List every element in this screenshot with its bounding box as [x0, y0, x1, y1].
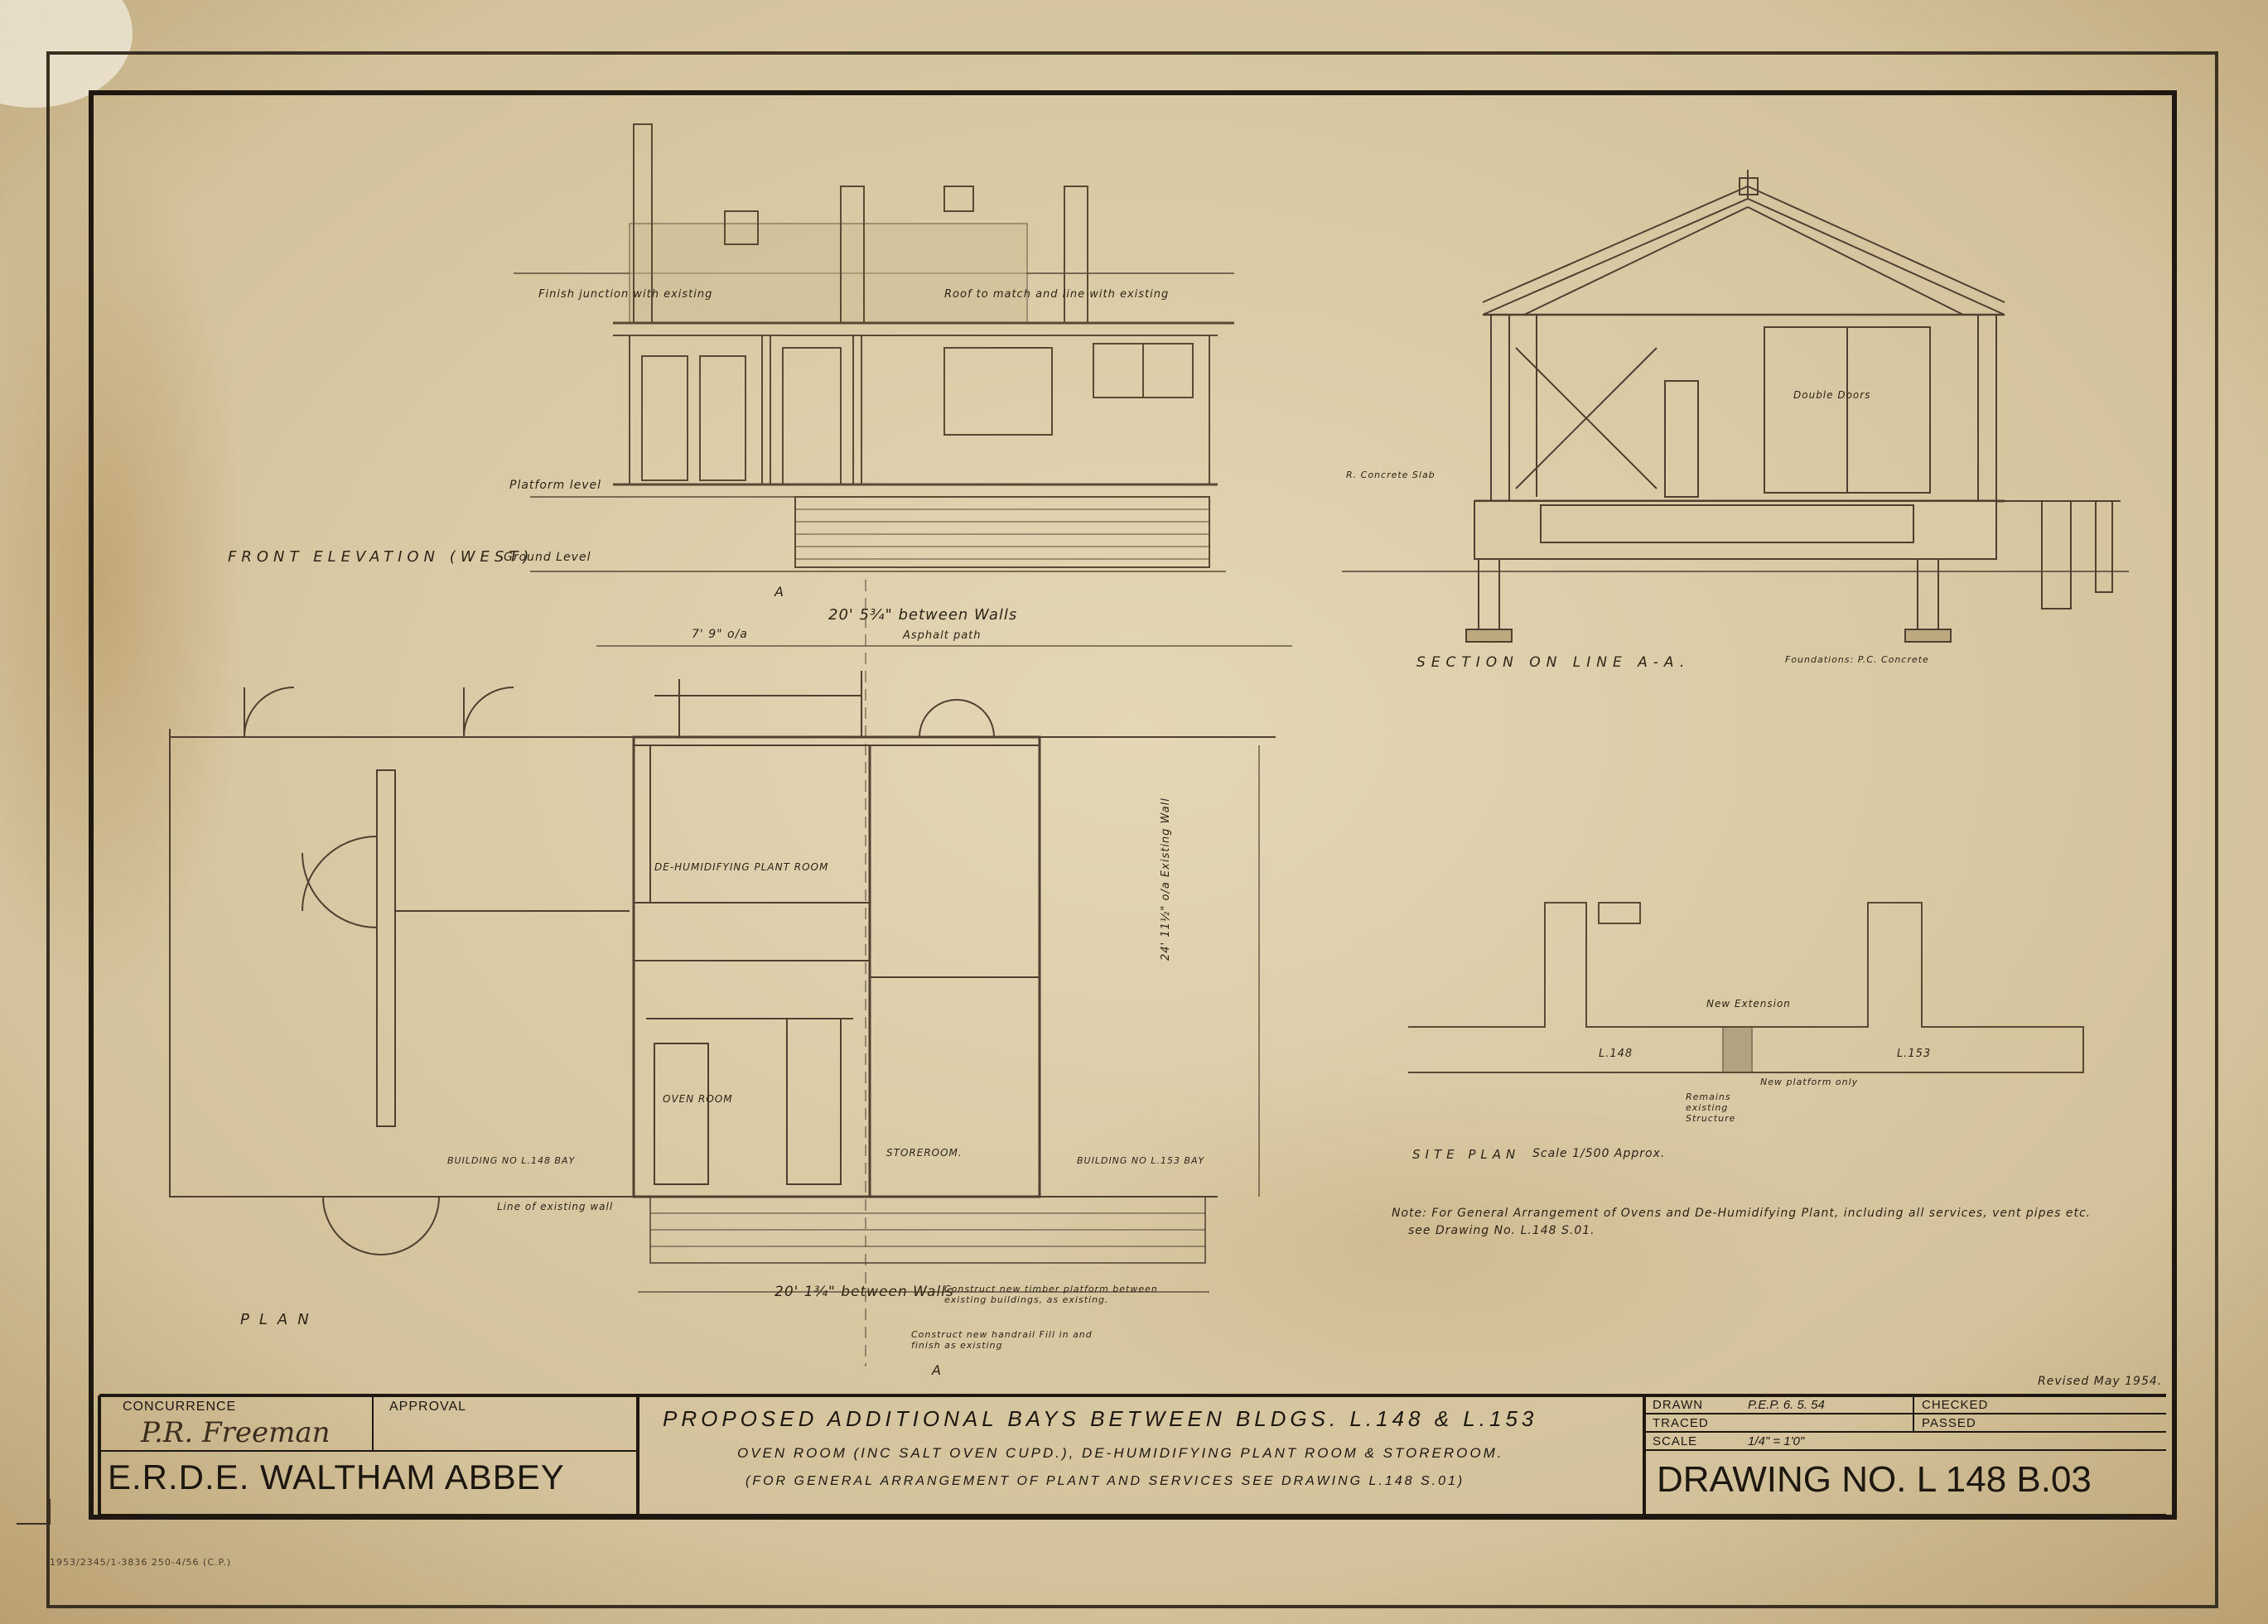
drawn-value: P.E.P. 6. 5. 54 — [1748, 1398, 1825, 1412]
wall-dimension-lower-label: 20' 1¾" between Walls — [774, 1284, 954, 1300]
margin-print: 1953/2345/1-3836 250-4/56 (C.P.) — [50, 1557, 232, 1568]
front-elevation-label: FRONT ELEVATION (WEST) — [228, 548, 534, 566]
drawing-title-line-3: (FOR GENERAL ARRANGEMENT OF PLANT AND SE… — [746, 1474, 1465, 1488]
section-mark-top: A — [774, 584, 784, 600]
finish-junction-label: Finish junction with existing — [538, 288, 713, 301]
ground-level-label: Ground Level — [504, 551, 591, 564]
oven-room-label: OVEN ROOM — [663, 1093, 733, 1105]
approval-label: APPROVAL — [389, 1400, 467, 1414]
drawing-number: DRAWING NO. L 148 B.03 — [1657, 1459, 2092, 1500]
drawing-title-line-2: OVEN ROOM (INC SALT OVEN CUPD.), DE-HUMI… — [737, 1445, 1504, 1461]
scale-label: SCALE — [1653, 1434, 1698, 1448]
note-line-2: see Drawing No. L.148 S.01. — [1408, 1224, 1595, 1237]
traced-label: TRACED — [1653, 1416, 1709, 1430]
plan-view — [169, 580, 1292, 1366]
plan-label: PLAN — [240, 1311, 319, 1328]
asphalt-path-label: Asphalt path — [903, 629, 982, 642]
concrete-slab-label: R. Concrete Slab — [1346, 470, 1436, 480]
site-left-label: L.148 — [1599, 1048, 1633, 1060]
drawn-label: DRAWN — [1653, 1398, 1704, 1412]
site-new-platform-label: New platform only — [1760, 1077, 1859, 1087]
site-plan-label: SITE PLAN — [1412, 1147, 1521, 1162]
storeroom-label: STOREROOM. — [886, 1147, 963, 1159]
signature: P.R. Freeman — [141, 1416, 331, 1449]
section-a-a — [1342, 170, 2129, 643]
site-right-label: L.153 — [1897, 1048, 1932, 1060]
scale-value: 1/4" = 1'0" — [1748, 1434, 1805, 1448]
section-label: SECTION ON LINE A-A. — [1416, 654, 1691, 671]
foundations-label: Foundations: P.C. Concrete — [1785, 654, 1929, 665]
section-mark-bottom: A — [932, 1362, 942, 1378]
outer-border — [46, 51, 2218, 1608]
double-doors-label: Double Doors — [1793, 389, 1871, 401]
stain-bottom — [994, 1060, 1822, 1424]
site-new-extension-label: New Extension — [1706, 998, 1791, 1010]
corner-mark — [17, 1499, 51, 1525]
front-elevation — [514, 123, 1234, 572]
stain-left — [0, 149, 249, 1010]
construct-platform-label: Construct new timber platform between ex… — [944, 1284, 1158, 1305]
checked-label: CHECKED — [1922, 1398, 1989, 1412]
drawing-title-line-1: PROPOSED ADDITIONAL BAYS BETWEEN BLDGS. … — [663, 1406, 1538, 1431]
wall-dimension-label: 20' 5¾" between Walls — [828, 606, 1018, 624]
passed-label: PASSED — [1922, 1416, 1976, 1430]
dehumid-room-label: DE-HUMIDIFYING PLANT ROOM — [654, 861, 829, 873]
dim-7ft-label: 7' 9" o/a — [692, 628, 748, 641]
platform-level-label: Platform level — [509, 479, 602, 492]
roof-match-label: Roof to match and line with existing — [944, 288, 1170, 301]
building-right-label: BUILDING NO L.153 BAY — [1077, 1155, 1205, 1166]
building-left-label: BUILDING NO L.148 BAY — [447, 1155, 576, 1166]
line-existing-wall-label: Line of existing wall — [497, 1201, 614, 1212]
organisation-name: E.R.D.E. WALTHAM ABBEY — [108, 1458, 565, 1496]
site-plan — [1408, 902, 2084, 1073]
note-line-1: Note: For General Arrangement of Ovens a… — [1392, 1207, 2092, 1220]
title-block — [98, 1394, 2166, 1517]
site-plan-scale-label: Scale 1/500 Approx. — [1532, 1147, 1666, 1160]
site-remains-label: Remains existing Structure — [1686, 1092, 1736, 1124]
ext-wall-dim-label: 24' 11½" o/a Existing Wall — [1160, 798, 1172, 961]
revised-label: Revised May 1954. — [2038, 1375, 2163, 1388]
concurrence-label: CONCURRENCE — [123, 1400, 237, 1414]
construct-handrail-label: Construct new handrail Fill in and finis… — [911, 1329, 1093, 1351]
